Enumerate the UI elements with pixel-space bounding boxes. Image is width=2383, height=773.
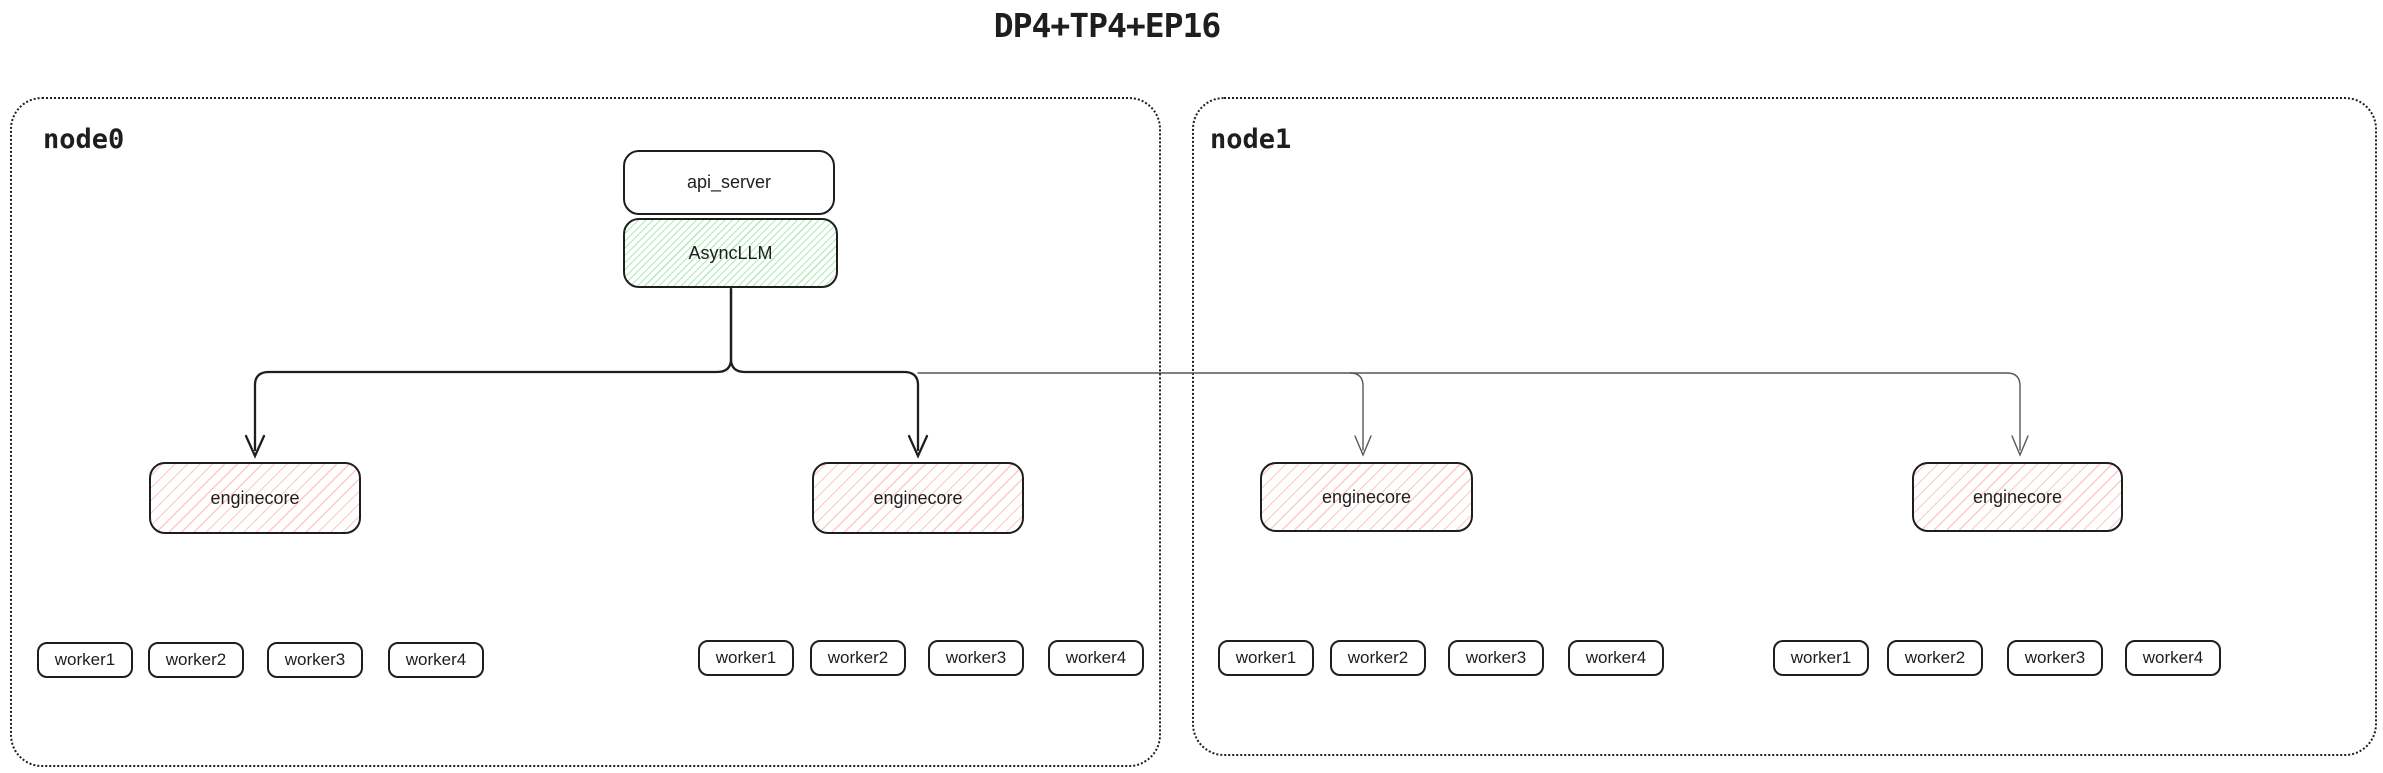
worker-box: worker3: [928, 640, 1024, 676]
worker-label: worker2: [1347, 648, 1409, 667]
worker-box: worker4: [1048, 640, 1144, 676]
worker-box: worker1: [1218, 640, 1314, 676]
asyncllm-box: AsyncLLM: [623, 218, 838, 288]
enginecore-label: enginecore: [210, 487, 300, 508]
asyncllm-label: AsyncLLM: [688, 242, 773, 263]
worker-label: worker3: [284, 650, 346, 669]
worker-box: worker4: [1568, 640, 1664, 676]
worker-label: worker1: [1235, 648, 1297, 667]
diagram-title: DP4+TP4+EP16: [993, 6, 1221, 45]
api-server-box: api_server: [623, 150, 835, 215]
node1-label: node1: [1210, 124, 1292, 155]
worker-label: worker3: [945, 648, 1007, 667]
worker-label: worker4: [2142, 648, 2204, 667]
worker-box: worker1: [37, 642, 133, 678]
worker-box: worker2: [810, 640, 906, 676]
enginecore-label: enginecore: [1321, 486, 1412, 507]
worker-label: worker2: [827, 648, 889, 667]
worker-label: worker1: [715, 648, 777, 667]
worker-label: worker3: [2024, 648, 2086, 667]
worker-box: worker2: [1330, 640, 1426, 676]
enginecore-box-2: enginecore: [812, 462, 1024, 534]
worker-box: worker2: [1887, 640, 1983, 676]
node0-label: node0: [43, 124, 125, 155]
worker-box: worker1: [698, 640, 794, 676]
enginecore-box-3: enginecore: [1260, 462, 1473, 532]
worker-box: worker4: [2125, 640, 2221, 676]
worker-label: worker4: [1065, 648, 1127, 667]
worker-label: worker2: [1904, 648, 1966, 667]
enginecore-label: enginecore: [873, 487, 963, 508]
worker-label: worker1: [1790, 648, 1852, 667]
worker-label: worker2: [165, 650, 227, 669]
worker-box: worker3: [1448, 640, 1544, 676]
worker-box: worker1: [1773, 640, 1869, 676]
worker-label: worker4: [405, 650, 467, 669]
enginecore-box-1: enginecore: [149, 462, 361, 534]
worker-box: worker4: [388, 642, 484, 678]
worker-box: worker2: [148, 642, 244, 678]
worker-box: worker3: [2007, 640, 2103, 676]
worker-label: worker4: [1585, 648, 1647, 667]
enginecore-label: enginecore: [1972, 486, 2063, 507]
api-server-label: api_server: [686, 172, 772, 192]
enginecore-box-4: enginecore: [1912, 462, 2123, 532]
worker-label: worker1: [54, 650, 116, 669]
worker-label: worker3: [1465, 648, 1527, 667]
worker-box: worker3: [267, 642, 363, 678]
